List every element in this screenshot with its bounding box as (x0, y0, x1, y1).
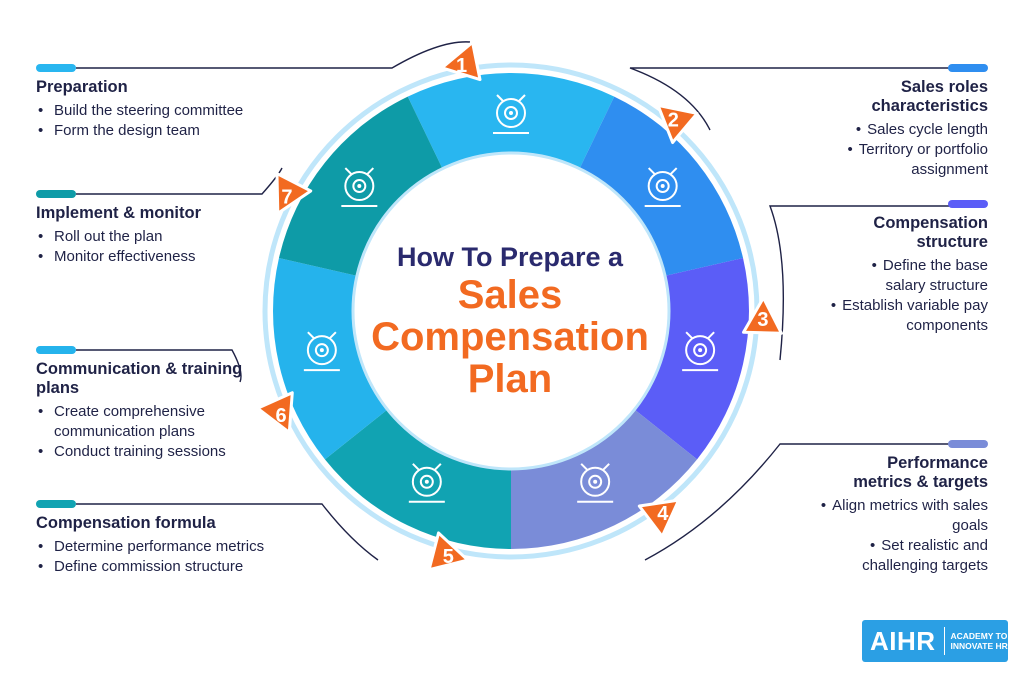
step-number: 1 (456, 55, 467, 77)
calculator-ruler-icon (408, 463, 445, 503)
step-item: Roll out the plan (36, 227, 336, 247)
step-color-bar (36, 64, 76, 72)
step-title: Compensation structure (873, 214, 988, 251)
step-number-badge: 2 (656, 103, 699, 144)
logo-name: AIHR (870, 625, 936, 656)
step-item: Determine performance metrics (36, 537, 336, 557)
step-block-performance-metrics: Performance metrics & targets •Align met… (688, 440, 988, 576)
logo-divider (943, 627, 945, 655)
step-item: •Establish variable pay components (830, 297, 988, 334)
step-number-badge: 3 (742, 296, 783, 335)
title-line-4: Plan (467, 357, 553, 401)
step-title: Sales roles characteristics (871, 78, 989, 115)
step-number-badge: 4 (637, 498, 681, 538)
step-number-badge: 1 (440, 40, 482, 82)
step-color-bar (948, 440, 988, 448)
step-item: •Define the base salary structure (871, 257, 988, 294)
wheel-segment (576, 96, 744, 278)
logo-tagline: ACADEMY TO INNOVATE HR (950, 631, 1008, 651)
step-number: 5 (443, 546, 454, 568)
connector-line (768, 205, 950, 361)
step-item: Form the design team (36, 121, 336, 141)
step-color-bar (948, 200, 988, 208)
step-number: 4 (657, 503, 669, 525)
step-block-preparation: Preparation Build the steering committee… (36, 64, 336, 141)
hand-dollar-network-icon (682, 331, 719, 372)
step-number: 6 (276, 405, 287, 427)
step-block-implement-monitor: Implement & monitor Roll out the plan Mo… (36, 190, 336, 267)
step-number: 3 (757, 309, 768, 331)
step-badges: 1 2 3 4 5 6 7 (256, 40, 783, 572)
title-line-2: Sales (457, 273, 563, 317)
title-line-1: How To Prepare a (396, 242, 624, 272)
title-line-3: Compensation (371, 315, 649, 359)
target-gear-chart-icon (577, 463, 614, 503)
step-color-bar (36, 346, 76, 354)
step-title: Communication & training plans (36, 360, 243, 397)
presentation-trainer-icon (303, 331, 340, 372)
center-title: How To Prepare a Sales Compensation Plan (340, 240, 680, 400)
connector-line (629, 67, 950, 131)
step-item: Monitor effectiveness (36, 247, 336, 267)
step-item: Create comprehensive communication plans (36, 402, 266, 442)
step-item: Build the steering committee (36, 101, 336, 121)
eye-gear-chart-icon (341, 167, 378, 208)
step-block-communication-training: Communication & training plans Create co… (36, 346, 266, 462)
wheel-segment (407, 72, 615, 176)
connector-line (76, 167, 283, 195)
step-item: •Set realistic and challenging targets (862, 537, 988, 574)
step-item: Define commission structure (36, 557, 336, 577)
step-number: 7 (281, 187, 292, 209)
connector-line (644, 443, 950, 561)
step-color-bar (36, 500, 76, 508)
wheel-segment (511, 404, 698, 549)
step-number: 2 (668, 109, 679, 131)
step-item: •Align metrics with sales goals (820, 497, 988, 534)
connector-line (76, 349, 242, 383)
step-block-sales-roles: Sales roles characteristics •Sales cycle… (688, 64, 988, 180)
connector-line (76, 503, 379, 561)
aihr-logo: AIHR ACADEMY TO INNOVATE HR (862, 620, 1008, 662)
step-title: Compensation formula (36, 514, 216, 532)
step-number-badge: 7 (275, 172, 313, 215)
step-color-bar (948, 64, 988, 72)
step-block-compensation-formula: Compensation formula Determine performan… (36, 500, 336, 577)
network-person-icon (644, 167, 681, 208)
center-disc (351, 151, 671, 471)
step-item: Conduct training sessions (36, 442, 266, 462)
step-block-compensation-structure: Compensation structure •Define the base … (688, 200, 988, 336)
teamwork-gears-icon (493, 94, 529, 134)
step-title: Implement & monitor (36, 204, 202, 222)
wheel-segment (324, 404, 511, 549)
step-item: •Sales cycle length (855, 121, 988, 138)
step-color-bar (36, 190, 76, 198)
step-title: Performance metrics & targets (853, 454, 988, 491)
connector-line (76, 41, 471, 69)
step-number-badge: 5 (427, 531, 470, 572)
step-item: •Territory or portfolio assignment (847, 141, 988, 178)
connector-lines (76, 41, 950, 561)
segment-icons (303, 94, 719, 503)
step-number-badge: 6 (256, 391, 294, 434)
step-title: Preparation (36, 78, 128, 96)
